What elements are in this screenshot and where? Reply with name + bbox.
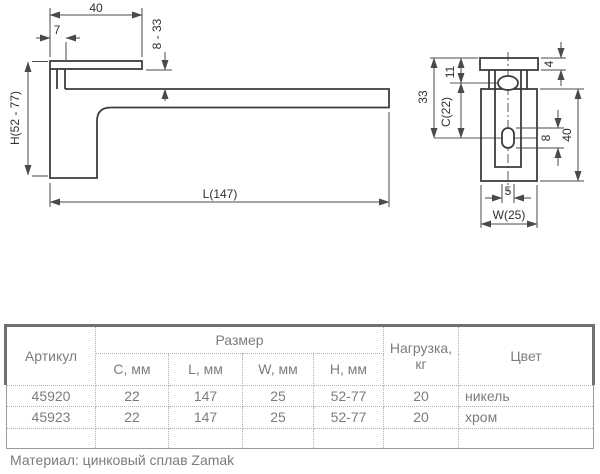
dim-label-edge-offset: 7	[54, 23, 61, 37]
cell-c: 22	[95, 385, 169, 407]
cell-w: 25	[242, 406, 314, 429]
spec-table: Артикул Размер Нагрузка, кг Цвет C, мм L…	[6, 326, 594, 449]
dim-label-center-distance: C(22)	[439, 97, 453, 127]
cell-w: 25	[242, 385, 314, 407]
cell-l: 147	[168, 406, 243, 429]
cell-c: 22	[95, 406, 169, 429]
material-note: Материал: цинковый сплав Zamak	[10, 452, 235, 468]
dim-label-height: H(52 - 77)	[8, 91, 22, 145]
side-view-part	[49, 60, 390, 179]
col-header-color: Цвет	[458, 326, 594, 386]
lower-slot-hole	[501, 127, 515, 149]
spec-table-wrap: Артикул Размер Нагрузка, кг Цвет C, мм L…	[4, 324, 595, 449]
dim-label-top-to-hole: 33	[416, 90, 430, 104]
top-clamp-plate	[49, 60, 143, 70]
front-view-part	[479, 57, 539, 182]
table-row-empty	[6, 428, 594, 449]
cell-load: 20	[383, 385, 459, 407]
col-header-load-line2: кг	[415, 356, 427, 372]
dim-label-body-height: 40	[560, 128, 574, 142]
upper-screw-hole	[497, 75, 519, 91]
t-cap	[479, 57, 539, 71]
col-header-c: C, мм	[95, 353, 169, 386]
dim-label-slot-hole-height: 8	[539, 134, 553, 141]
side-view-dimensions	[24, 8, 390, 207]
col-header-load: Нагрузка, кг	[383, 326, 459, 386]
col-header-size-group: Размер	[95, 326, 384, 354]
col-header-w: W, мм	[242, 353, 314, 386]
col-header-l: L, мм	[168, 353, 243, 386]
cell-color: хром	[458, 406, 594, 429]
col-header-h: H, мм	[313, 353, 384, 386]
cell-article: 45920	[6, 385, 96, 407]
col-header-load-line1: Нагрузка,	[389, 339, 453, 356]
dim-label-glass-thickness: 8 - 33	[150, 18, 164, 49]
cell-article: 45923	[6, 406, 96, 429]
cell-load: 20	[383, 406, 459, 429]
dim-label-cap-height: 4	[542, 60, 556, 67]
cell-l: 147	[168, 385, 243, 407]
cell-color: никель	[458, 385, 594, 407]
table-row: 45920 22 147 25 52-77 20 никель	[6, 385, 594, 407]
dim-label-length: L(147)	[203, 187, 238, 201]
table-row: 45923 22 147 25 52-77 20 хром	[6, 406, 594, 429]
post-and-arm-outline	[49, 69, 390, 179]
dim-label-slot-hole-width: 5	[505, 184, 512, 198]
cell-h: 52-77	[313, 406, 384, 429]
col-header-article: Артикул	[6, 326, 96, 386]
dim-label-width: W(25)	[493, 208, 526, 222]
front-view-dimensions	[430, 42, 584, 228]
dim-label-top-hole-offset: 11	[443, 65, 457, 78]
dim-label-plate-width: 40	[89, 1, 103, 15]
cell-h: 52-77	[313, 385, 384, 407]
technical-drawing: 40 7 8 - 33 H(52 - 77) L(147)	[8, 1, 584, 228]
